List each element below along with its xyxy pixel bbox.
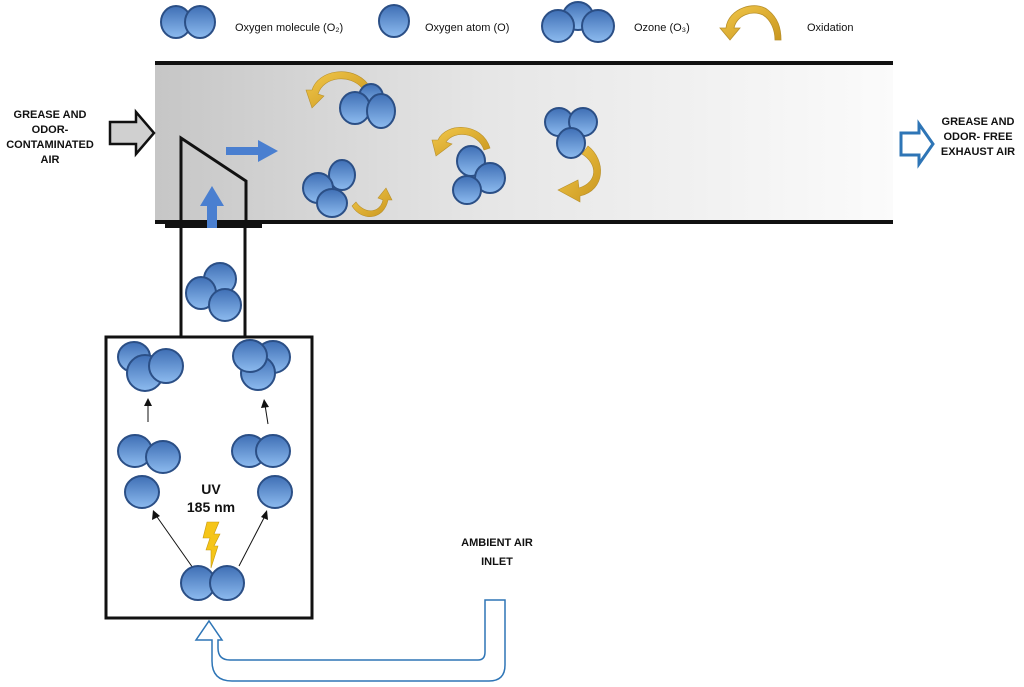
oxygen-atom-left [124, 475, 160, 509]
legend-o2-label: Oxygen molecule (O₂) [235, 22, 343, 34]
svg-text:GREASE AND: GREASE AND [942, 116, 1015, 128]
svg-text:185 nm: 185 nm [187, 499, 235, 515]
ambient-air-inlet-arrow [194, 599, 506, 682]
ambient-air-label: AMBIENT AIR INLET [461, 537, 533, 568]
ozone-molecule-duct-2 [302, 159, 393, 218]
svg-text:INLET: INLET [481, 556, 513, 568]
svg-text:ODOR- FREE: ODOR- FREE [943, 131, 1012, 143]
flow-arrow-up [200, 186, 224, 228]
svg-text:AIR: AIR [41, 154, 60, 166]
ozone-molecule-right [232, 339, 291, 391]
svg-text:GREASE AND: GREASE AND [14, 109, 87, 121]
inlet-label: GREASE AND ODOR- CONTAMINATED AIR [6, 109, 94, 166]
legend-o3-icon [541, 1, 615, 43]
legend-oxidation-label: Oxidation [807, 22, 853, 34]
svg-text:ODOR-: ODOR- [32, 124, 69, 136]
ozone-injection-nozzle [179, 135, 248, 225]
legend: Oxygen molecule (O₂) Oxygen atom (O) Ozo… [160, 1, 853, 43]
contaminated-air-inlet-arrow [108, 108, 156, 158]
ozone-molecule-duct-3 [431, 127, 506, 205]
ozone-molecule-duct-1 [305, 71, 396, 129]
lightning-icon [202, 521, 221, 569]
legend-oxidation-icon [719, 5, 782, 41]
exhaust-air-outlet-arrow [899, 119, 935, 169]
oxygen-atom-right [257, 475, 293, 509]
ozone-molecule-duct-4 [544, 107, 601, 203]
reaction-arrows [144, 398, 269, 569]
oxygen-molecule-left [117, 434, 181, 474]
ozone-molecule-left [117, 341, 184, 392]
legend-o-icon [378, 4, 410, 38]
uv-label: UV 185 nm [187, 481, 235, 515]
flow-arrow-right [226, 140, 278, 162]
ozone-molecule-pipe [185, 262, 242, 322]
oxygen-molecule-bottom [180, 565, 245, 601]
legend-o-label: Oxygen atom (O) [425, 22, 509, 34]
ozone-feed-pipe [179, 228, 247, 336]
legend-o3-label: Ozone (O₃) [634, 22, 690, 34]
svg-text:UV: UV [201, 481, 221, 497]
outlet-label: GREASE AND ODOR- FREE EXHAUST AIR [941, 116, 1015, 158]
oxygen-molecule-right [231, 434, 291, 468]
legend-o2-icon [160, 5, 216, 39]
svg-text:EXHAUST AIR: EXHAUST AIR [941, 146, 1015, 158]
svg-text:AMBIENT AIR: AMBIENT AIR [461, 537, 533, 549]
svg-text:CONTAMINATED: CONTAMINATED [6, 139, 94, 151]
